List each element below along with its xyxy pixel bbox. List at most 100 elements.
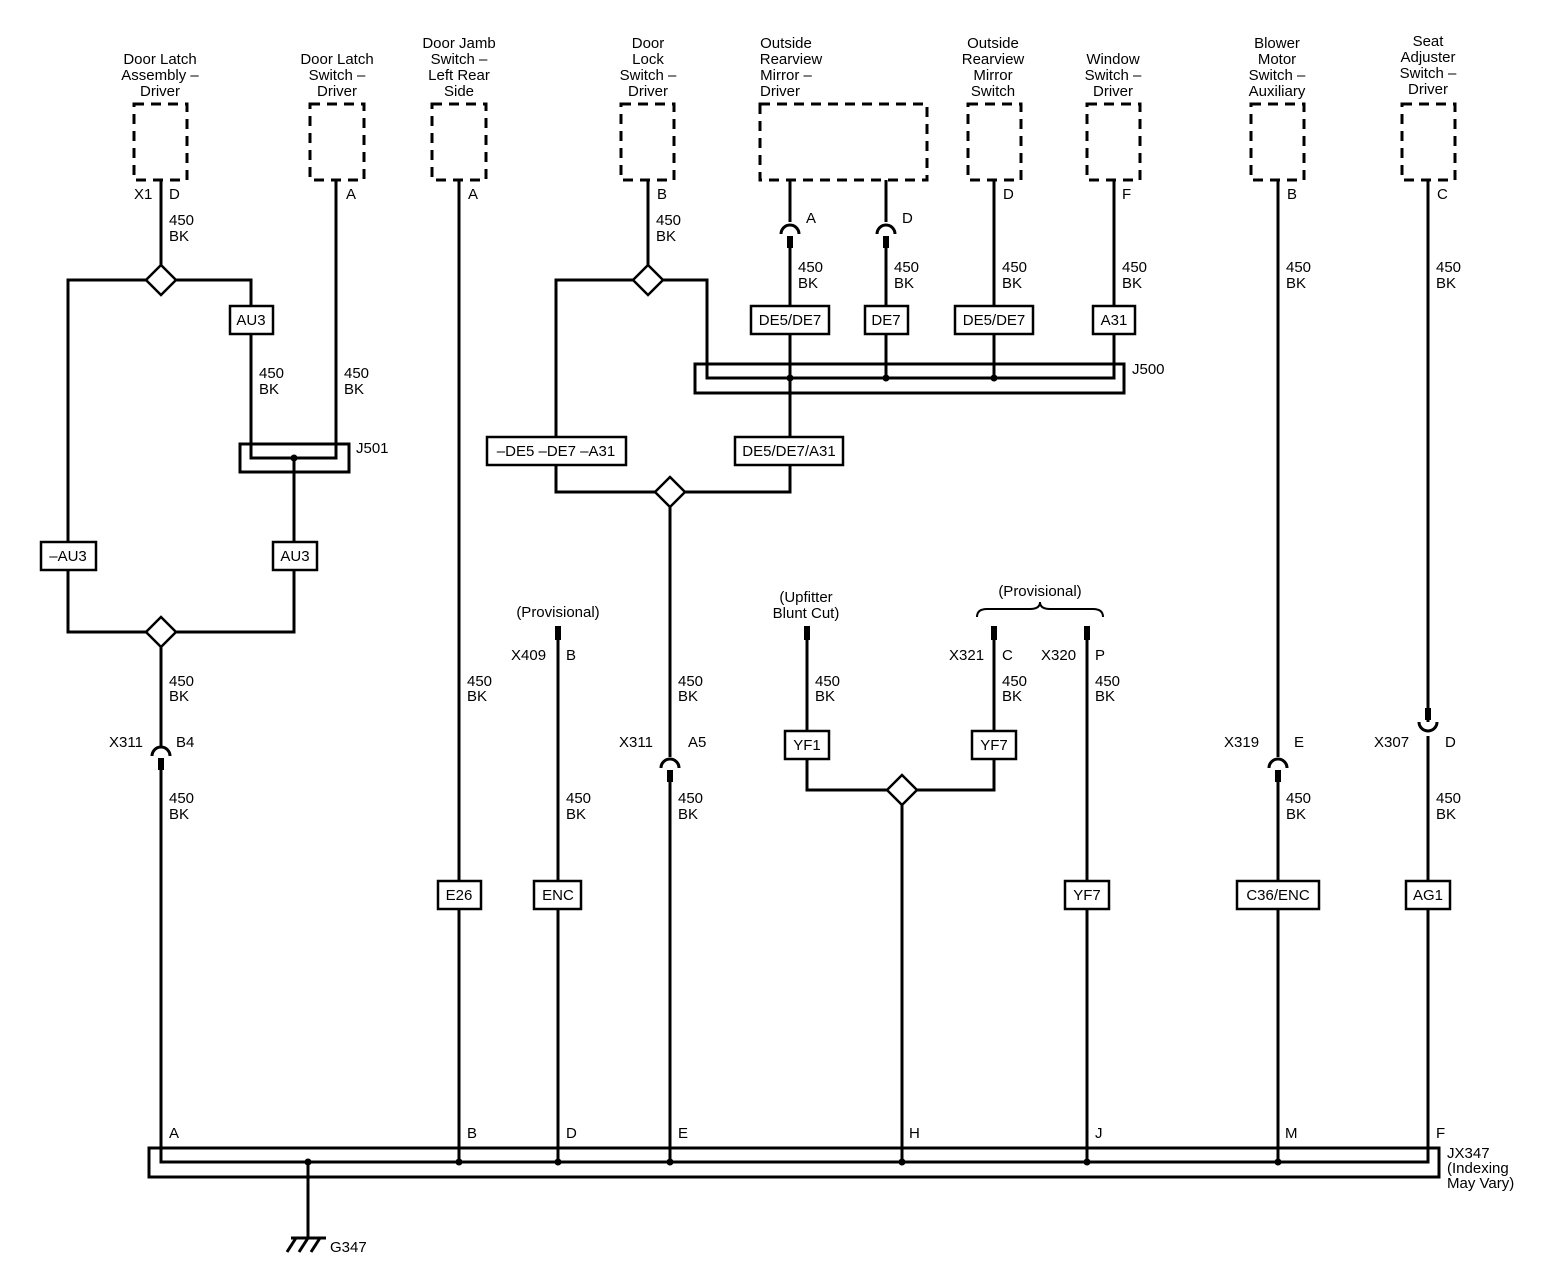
door-latch-switch-box [308,102,366,182]
title-door-latch-switch-3: Driver [317,83,357,100]
j500-dot-1 [786,374,794,382]
jx347-dot-m [1274,1158,1282,1166]
wires [66,180,1430,1238]
pin-mirror-switch-d: D [1003,186,1014,203]
x307-label: X307 [1374,734,1409,751]
splice-diamonds [144,263,919,807]
opt-c36-enc: C36/ENC [1246,887,1310,904]
title-window-switch-3: Driver [1093,83,1133,100]
j500-outer [693,362,1126,395]
wire-color: BK [1122,275,1142,292]
title-window-switch-2: Switch – [1085,67,1142,84]
opt-de5-de7-a-box [749,304,831,336]
jx347-label-3: May Vary) [1447,1175,1514,1192]
pin-x1: X1 [134,186,152,203]
title-seat-switch-3: Switch – [1400,65,1457,82]
j500-dot-3 [990,374,998,382]
opt-au3-lower: AU3 [280,548,309,565]
pin-jamb-a: A [468,186,478,203]
component-titles: Door Latch Assembly – Driver Door Latch … [121,33,1457,100]
j501-label: J501 [356,440,389,457]
outside-mirror-box [758,102,929,182]
title-blower-switch-3: Switch – [1249,67,1306,84]
title-seat-switch-4: Driver [1408,81,1448,98]
opt-yf7-lower-box [1063,879,1111,911]
pin-lock-b: B [657,186,667,203]
opt-yf7-upper: YF7 [980,737,1008,754]
ground-symbol: G347 [285,1236,367,1256]
splice-lock-top [631,263,665,297]
x409-pin: B [566,647,576,664]
x319-pin [1275,770,1281,782]
title-door-jamb-switch-1: Door Jamb [422,35,495,52]
window-switch-box [1085,102,1142,182]
pin-blower-b: B [1287,186,1297,203]
upfitter-line-1: (Upfitter [779,589,832,606]
wire-circuit: 450 [1095,673,1120,690]
wire-circuit: 450 [894,259,919,276]
pin-latch-switch-a: A [346,186,356,203]
pin-seat-c: C [1437,186,1448,203]
wire-color: BK [259,381,279,398]
wire-yf1-splice [805,759,888,792]
x409-stub [555,626,561,640]
splice-lock-bottom [653,475,687,509]
door-latch-assembly-box [132,102,189,182]
opt-c36-enc-box [1235,879,1321,911]
opt-not-de-a31: –DE5 –DE7 –A31 [497,443,615,460]
x311-b4-pin [158,758,164,770]
b4-label: B4 [176,734,194,751]
provisional-brace [976,601,1104,618]
provisional-x321-x320: (Provisional) [998,583,1081,600]
opt-yf1: YF1 [793,737,821,754]
x320-stub [1084,626,1090,640]
opt-e26: E26 [446,887,473,904]
a5-label: A5 [688,734,706,751]
option-boxes [39,304,1452,911]
pin-mirror-a: A [806,210,816,227]
title-window-switch-1: Window [1086,51,1140,68]
jx347-pin-a: A [169,1125,179,1142]
x320-pin: P [1095,647,1105,664]
wire-color: BK [344,381,364,398]
opt-yf7-lower: YF7 [1073,887,1101,904]
wire-color: BK [1002,275,1022,292]
opt-de5-de7-a: DE5/DE7 [759,312,822,329]
wire-circuit: 450 [169,673,194,690]
title-mirror-switch-1: Outside [967,35,1019,52]
jx347-pin-j: J [1095,1125,1103,1142]
wire-yf7-splice [916,759,996,792]
opt-ag1: AG1 [1413,887,1443,904]
j501-dot [290,454,298,462]
x321-stub [991,626,997,640]
wire-color: BK [1095,688,1115,705]
wire-circuit: 450 [1002,673,1027,690]
title-door-lock-switch-1: Door [632,35,665,52]
opt-a31: A31 [1101,312,1128,329]
wire-circuit: 450 [259,365,284,382]
splice-latch-bottom [144,615,178,649]
wire-color: BK [678,688,698,705]
wire-au3-lower [175,570,296,634]
jx347-pin-b: B [467,1125,477,1142]
wire-color: BK [169,228,189,245]
wire-color: BK [169,806,189,823]
jx347-bus [159,1148,1430,1164]
opt-de5-de7-b-box [953,304,1035,336]
opt-e26-box [436,879,483,911]
jx347-pin-e: E [678,1125,688,1142]
jx347-pins: A B D E H J M F [169,1125,1445,1142]
jx347-dot-h [898,1158,906,1166]
title-outside-mirror-3: Mirror – [760,67,812,84]
jx347-label-2: (Indexing [1447,1160,1509,1177]
wire-color: BK [1436,806,1456,823]
wire-circuit: 450 [1436,259,1461,276]
title-door-jamb-switch-4: Side [444,83,474,100]
x321-label: X321 [949,647,984,664]
splice-labels: J501 J500 JX347 (Indexing May Vary) [356,361,1514,1192]
opt-yf1-box [783,729,831,761]
opt-a31-box [1091,304,1137,336]
wire-labels: 450 BK 450 BK 450 BK 450 BK 450 BK 450 B… [169,212,1461,823]
title-outside-mirror-4: Driver [760,83,800,100]
